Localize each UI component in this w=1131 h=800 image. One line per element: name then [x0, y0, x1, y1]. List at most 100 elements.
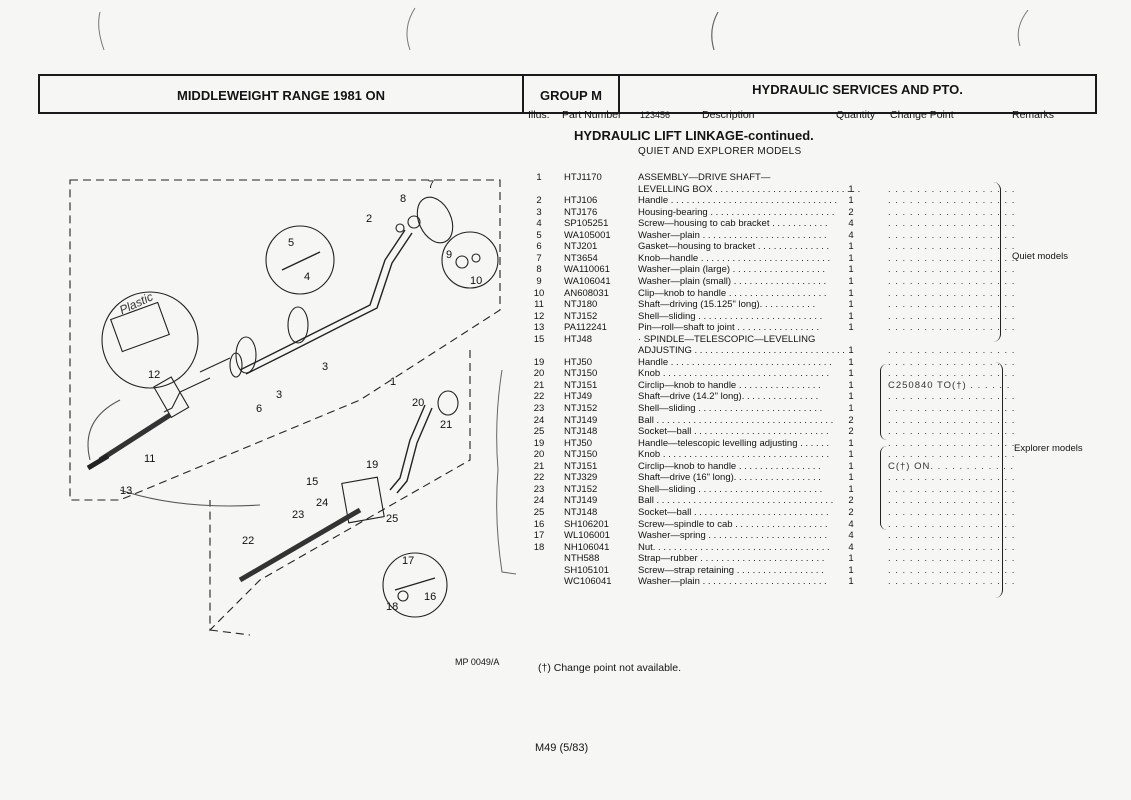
parts-cp: . . . . . . . . . . . . . . . . . . — [888, 356, 1016, 368]
handle-shape — [239, 229, 406, 371]
svg-text:6: 6 — [256, 403, 262, 415]
parts-cp: . . . . . . . . . . . . . . . . . . — [888, 518, 1016, 530]
parts-cp: . . . . . . . . . . . . . . . . . . — [888, 437, 1016, 449]
parts-cp: . . . . . . . . . . . . . . . . . . — [888, 483, 1016, 495]
parts-cp: . . . . . . . . . . . . . . . . . . — [888, 553, 1016, 565]
parts-illus: 6 — [536, 241, 542, 253]
parts-desc: Washer—plain . . . . . . . . . . . . . .… — [638, 576, 827, 588]
parts-qty: 4 — [848, 218, 854, 230]
parts-cp: . . . . . . . . . . . . . . . . . . — [888, 541, 1016, 553]
parts-pn: AN608031 — [564, 287, 609, 299]
header-divider — [618, 76, 620, 112]
parts-desc: LEVELLING BOX . . . . . . . . . . . . . … — [638, 183, 861, 195]
parts-cp: . . . . . . . . . . . . . . . . . . — [888, 426, 1016, 438]
parts-desc: Knob—handle . . . . . . . . . . . . . . … — [638, 252, 831, 264]
spindle-plate — [341, 476, 385, 524]
svg-text:24: 24 — [316, 497, 328, 509]
parts-illus: 8 — [536, 264, 542, 276]
parts-cp: . . . . . . . . . . . . . . . . . . — [888, 414, 1016, 426]
parts-qty: 2 — [848, 206, 854, 218]
parts-desc: Knob . . . . . . . . . . . . . . . . . .… — [638, 449, 830, 461]
parts-desc: Socket—ball . . . . . . . . . . . . . . … — [638, 506, 829, 518]
parts-pn: WL106001 — [564, 530, 610, 542]
parts-cp: . . . . . . . . . . . . . . . . . . — [888, 530, 1016, 542]
parts-pn: WA106041 — [564, 275, 611, 287]
parts-pn: SP105251 — [564, 218, 609, 230]
parts-qty: 1 — [848, 449, 854, 461]
parts-pn: WC106041 — [564, 576, 612, 588]
parts-qty: 1 — [848, 287, 854, 299]
parts-pn: HTJ48 — [564, 333, 592, 345]
parts-desc: Handle . . . . . . . . . . . . . . . . .… — [638, 195, 838, 207]
parts-qty: 1 — [848, 356, 854, 368]
svg-text:17: 17 — [402, 555, 414, 567]
page-number: M49 (5/83) — [535, 742, 589, 754]
parts-illus: 12 — [533, 310, 545, 322]
parts-desc: Circlip—knob to handle . . . . . . . . .… — [638, 379, 821, 391]
parts-desc: Socket—ball . . . . . . . . . . . . . . … — [638, 426, 829, 438]
parts-pn: HTJ106 — [564, 195, 598, 207]
parts-pn: NTJ149 — [564, 495, 598, 507]
parts-pn: NTJ150 — [564, 368, 598, 380]
parts-desc: Shaft—drive (16" long). . . . . . . . . … — [638, 472, 821, 484]
parts-qty: 1 — [848, 403, 854, 414]
parts-cp: C(†) ON. . . . . . . . . . . . — [888, 460, 1015, 472]
column-header-quantity: Quantity — [836, 109, 876, 121]
parts-desc: Washer—plain . . . . . . . . . . . . . .… — [638, 229, 827, 241]
parts-pn: NTJ151 — [564, 379, 598, 391]
parts-illus: 20 — [533, 368, 545, 380]
parts-cp: . . . . . . . . . . . . . . . . . . — [888, 403, 1016, 414]
parts-qty: 1 — [848, 310, 854, 322]
inset-circle-4 — [382, 552, 448, 618]
parts-qty: 1 — [848, 275, 854, 287]
parts-cp: . . . . . . . . . . . . . . . . . . — [888, 495, 1016, 507]
svg-text:5: 5 — [288, 237, 294, 249]
svg-text:23: 23 — [292, 509, 304, 521]
parts-illus: 22 — [533, 391, 545, 403]
parts-qty: 2 — [848, 495, 854, 507]
parts-illus: 16 — [533, 518, 545, 530]
parts-qty: 1 — [848, 564, 854, 576]
parts-illus: 22 — [533, 472, 545, 484]
parts-cp: . . . . . . . . . . . . . . . . . . — [888, 287, 1016, 299]
parts-pn: SH106201 — [564, 518, 609, 530]
parts-pn: NTJ152 — [564, 483, 598, 495]
inset-circle-3 — [101, 291, 199, 389]
parts-qty: 4 — [848, 518, 854, 530]
explorer-brace — [994, 362, 1003, 598]
parts-illus: 19 — [533, 437, 545, 449]
parts-desc: Shell—sliding . . . . . . . . . . . . . … — [638, 310, 823, 322]
parts-qty: 2 — [848, 414, 854, 426]
parts-illus: 1 — [536, 172, 542, 183]
footnote: (†) Change point not available. — [538, 662, 682, 674]
svg-text:12: 12 — [148, 369, 160, 381]
parts-cp: . . . . . . . . . . . . . . . . . . — [888, 195, 1016, 207]
parts-desc: Handle . . . . . . . . . . . . . . . . .… — [638, 356, 832, 368]
diagram-frame — [69, 179, 501, 501]
handwritten-marks — [496, 369, 517, 575]
svg-text:18: 18 — [386, 601, 398, 613]
svg-text:11: 11 — [144, 453, 155, 465]
parts-cp: . . . . . . . . . . . . . . . . . . — [888, 472, 1016, 484]
svg-text:7: 7 — [428, 179, 434, 191]
parts-cp: . . . . . . . . . . . . . . . . . . — [888, 241, 1016, 253]
parts-desc: · SPINDLE—TELESCOPIC—LEVELLING — [638, 333, 816, 345]
parts-illus: 21 — [533, 379, 545, 391]
lower-handle — [389, 404, 426, 491]
housing-shape — [287, 306, 309, 344]
parts-pn: WA110061 — [564, 264, 610, 276]
parts-illus: 2 — [536, 195, 542, 207]
parts-illus: 15 — [533, 333, 545, 345]
svg-text:15: 15 — [306, 476, 318, 488]
column-header-remarks: Remarks — [1012, 109, 1055, 121]
parts-cp: . . . . . . . . . . . . . . . . . . — [888, 206, 1016, 218]
figure-reference: MP 0049/A — [455, 657, 500, 667]
parts-desc: Housing-bearing . . . . . . . . . . . . … — [638, 206, 835, 218]
parts-qty: 1 — [848, 460, 854, 472]
parts-qty: 1 — [848, 345, 854, 357]
parts-desc: Nut. . . . . . . . . . . . . . . . . . .… — [638, 541, 830, 553]
parts-pn: NTJ152 — [564, 403, 598, 414]
svg-text:3: 3 — [276, 389, 282, 401]
parts-pn: NTJ201 — [564, 241, 598, 253]
parts-qty: 1 — [848, 576, 854, 588]
